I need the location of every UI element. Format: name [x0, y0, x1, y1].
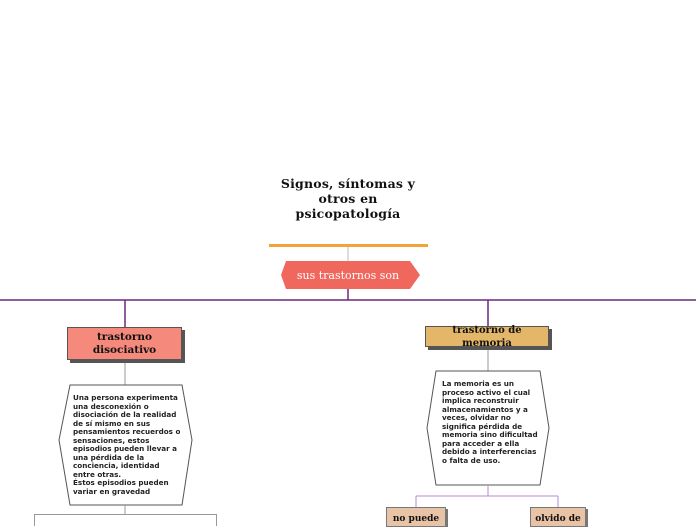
diso-desc-shape — [58, 384, 193, 506]
disociativo-description[interactable]: Una persona experimenta una desconexión … — [73, 393, 181, 496]
mem-desc-shape — [426, 370, 550, 486]
memoria-child-node-1[interactable]: no puede — [386, 507, 446, 527]
central-topic-underline — [269, 244, 428, 247]
branch-trastorno-de-memoria[interactable]: trastorno de memoria — [425, 325, 549, 349]
memoria-child-node-2[interactable]: olvido de — [530, 507, 586, 527]
memoria-description[interactable]: La memoria es un proceso activo el cual … — [442, 379, 538, 465]
branch-trastorno-disociativo[interactable]: trastorno disociativo — [67, 327, 182, 360]
disociativo-child-node[interactable] — [34, 514, 217, 526]
subtopic-label[interactable]: sus trastornos son — [296, 268, 400, 282]
central-topic[interactable]: Signos, síntomas y otros en psicopatolog… — [280, 176, 416, 221]
subtopic-shape — [281, 261, 420, 289]
